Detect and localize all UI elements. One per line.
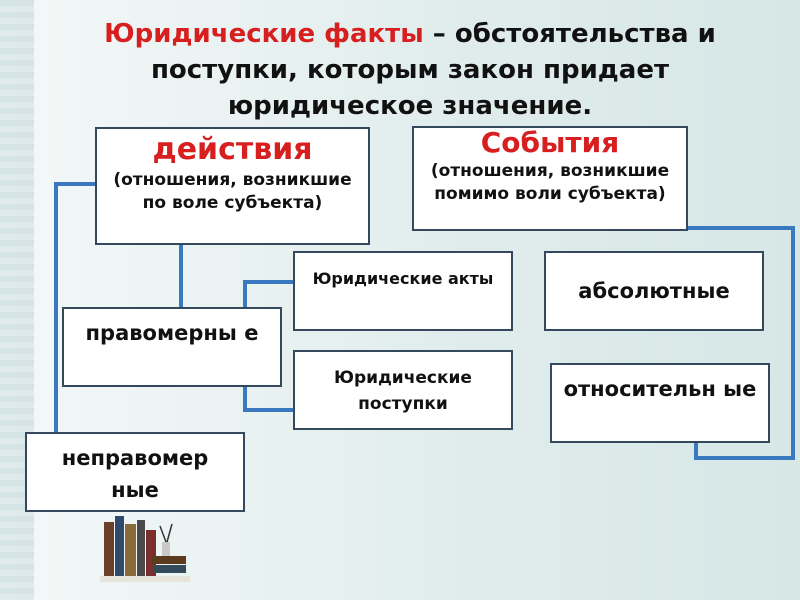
events-heading: События (480, 126, 620, 159)
absolute-label: абсолютные (578, 279, 730, 303)
title-rest: – обстоятельства и поступки, которым зак… (150, 19, 716, 121)
relative-label: относительн ые (563, 377, 757, 401)
actions-note: (отношения, возникшие по воле субъекта) (113, 170, 352, 213)
legal-acts-label: Юридические акты (312, 269, 494, 288)
slide-title: Юридические факты – обстоятельства и пос… (50, 16, 770, 124)
events-note: (отношения, возникшие помимо воли субъек… (430, 161, 670, 204)
actions-box: действия (отношения, возникшие по воле с… (95, 127, 370, 245)
events-box: События (отношения, возникшие помимо вол… (412, 126, 688, 231)
books-icon (100, 516, 190, 582)
legal-deeds-label: Юридические поступки (334, 368, 472, 414)
legal-acts-box: Юридические акты (293, 251, 513, 331)
unlawful-box: неправомер ные (25, 432, 245, 512)
lawful-box: правомерны е (62, 307, 282, 387)
title-accent: Юридические факты (104, 19, 424, 49)
lawful-label: правомерны е (85, 321, 259, 345)
relative-box: относительн ые (550, 363, 770, 443)
unlawful-label: неправомер ные (61, 446, 209, 502)
connector-events-types (674, 226, 795, 460)
absolute-box: абсолютные (544, 251, 764, 331)
legal-deeds-box: Юридические поступки (293, 350, 513, 430)
connector-actions-unlawful (54, 182, 98, 434)
actions-heading: действия (152, 132, 313, 167)
